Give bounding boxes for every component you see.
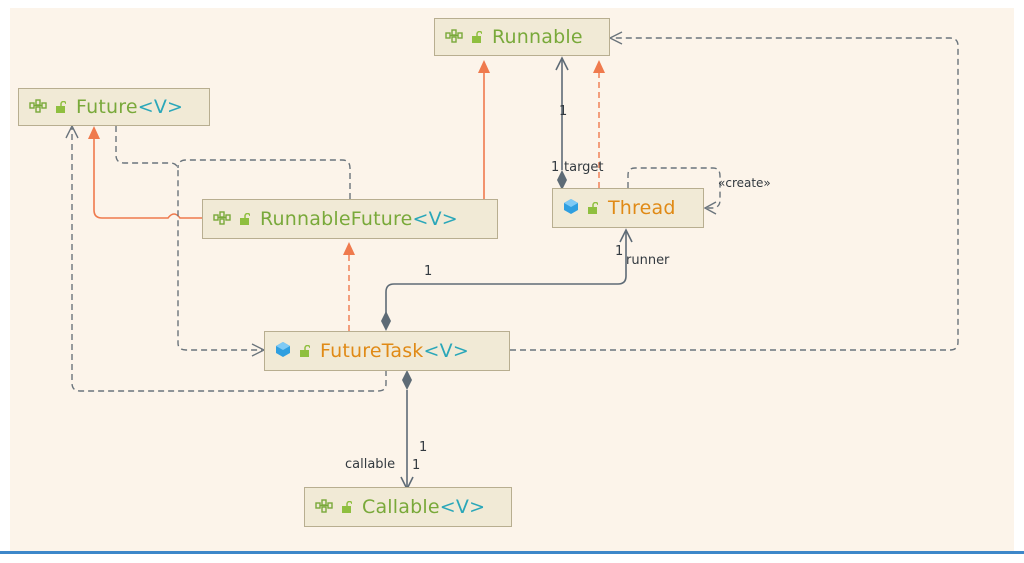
node-future[interactable]: Future<V>	[18, 88, 210, 126]
label-callable-role: callable	[345, 457, 396, 472]
label-target-multiplicity: 1	[551, 160, 560, 175]
edge-thread-create-self	[627, 167, 721, 209]
interface-icon	[213, 210, 231, 229]
label-runner-multiplicity: 1	[615, 244, 624, 259]
interface-icon	[29, 98, 47, 117]
node-runnable-future-generic: <V>	[412, 208, 458, 230]
label-runner-role: runner	[626, 253, 670, 268]
node-future-name: Future	[76, 96, 138, 118]
node-future-task[interactable]: FutureTask<V>	[264, 331, 510, 371]
label-callable-multiplicity-lower: 1	[412, 458, 421, 473]
node-runnable-future-name: RunnableFuture	[260, 208, 413, 230]
node-thread-name: Thread	[608, 197, 676, 219]
label-futuretask-thread-multiplicity: 1	[424, 264, 433, 279]
edge-future-depends-futuretask	[115, 126, 262, 351]
node-runnable-name: Runnable	[492, 26, 583, 48]
node-runnable-future[interactable]: RunnableFuture<V>	[202, 199, 498, 239]
label-create-stereotype: «create»	[718, 176, 771, 190]
interface-icon	[315, 498, 333, 517]
node-runnable[interactable]: Runnable	[434, 18, 610, 56]
edge-futuretask-runner-thread	[385, 232, 627, 318]
edge-runnablefuture-extends-runnable-head	[478, 60, 490, 73]
edge-futuretask-runner-thread-diamond	[381, 311, 391, 331]
edge-thread-create-self-head	[703, 201, 717, 215]
interface-icon	[445, 28, 463, 47]
edge-thread-implements-runnable-head	[593, 60, 605, 73]
edge-futuretask-depends-future	[71, 128, 387, 392]
unlocked-icon	[239, 210, 251, 229]
unlocked-icon	[55, 98, 67, 117]
unlocked-icon	[471, 28, 483, 47]
label-target-multiplicity-upper: 1	[559, 104, 568, 119]
label-target-role: target	[564, 160, 604, 175]
bottom-divider	[0, 551, 1024, 554]
edge-thread-target-runnable-head	[555, 56, 569, 71]
node-future-task-generic: <V>	[423, 340, 469, 362]
node-future-task-name: FutureTask	[320, 340, 424, 362]
edge-futuretask-implements-runnablefuture-head	[343, 242, 355, 255]
edge-futuretask-depends-future-head	[65, 124, 79, 139]
node-future-generic: <V>	[137, 96, 184, 118]
label-callable-multiplicity-upper: 1	[419, 440, 428, 455]
edge-futuretask-runner-thread-head	[619, 228, 633, 243]
edge-runnablefuture-depends-futuretask	[177, 159, 351, 199]
class-icon	[275, 341, 291, 362]
node-callable[interactable]: Callable<V>	[304, 487, 512, 527]
unlocked-icon	[299, 342, 311, 361]
edge-thread-target-runnable-diamond	[557, 170, 567, 190]
unlocked-icon	[587, 199, 599, 218]
unlocked-icon	[341, 498, 353, 517]
edge-futuretask-depends-runnable	[510, 37, 959, 351]
class-icon	[563, 198, 579, 219]
node-thread[interactable]: Thread	[552, 188, 704, 228]
edge-futuretask-callable-diamond	[402, 370, 412, 390]
node-callable-name: Callable	[362, 496, 440, 518]
edge-runnablefuture-extends-future-head	[88, 126, 100, 139]
edge-futuretask-depends-runnable-head	[608, 31, 623, 45]
node-callable-generic: <V>	[439, 496, 486, 518]
edge-runnablefuture-extends-future	[93, 138, 203, 219]
